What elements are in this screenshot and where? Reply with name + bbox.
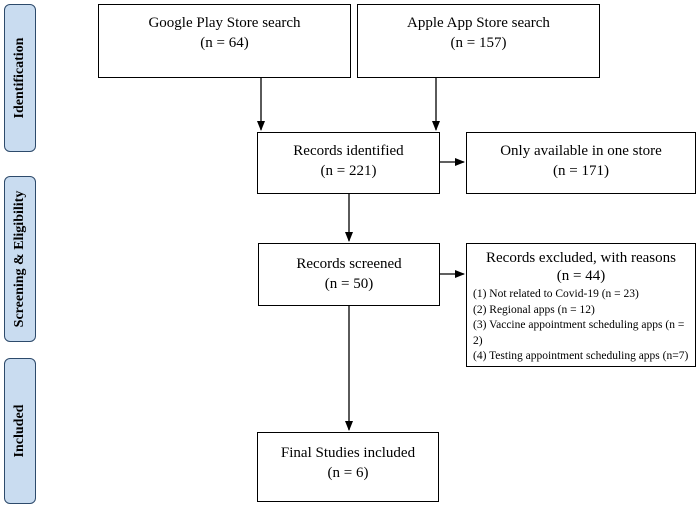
records-identified-count: (n = 221) [320,163,377,179]
google-play-title: Google Play Store search [148,15,301,31]
records-excluded-count: (n = 44) [556,268,606,284]
final-studies-box: Final Studies included (n = 6) [257,432,439,502]
records-excluded-box: Records excluded, with reasons (n = 44) … [466,243,696,367]
exclusion-reason-2: (2) Regional apps (n = 12) [473,303,595,316]
exclusion-reason-4: (4) Testing appointment scheduling apps … [473,350,689,362]
google-play-count: (n = 64) [200,35,249,51]
one-store-count: (n = 171) [553,163,609,179]
apple-store-count: (n = 157) [450,35,507,51]
phase-identification: Identification [4,4,36,152]
google-play-box: Google Play Store search (n = 64) [98,4,351,78]
records-screened-count: (n = 50) [324,276,374,292]
final-studies-count: (n = 6) [327,465,369,481]
apple-store-box: Apple App Store search (n = 157) [357,4,600,78]
records-screened-title: Records screened [296,256,402,272]
records-screened-box: Records screened (n = 50) [258,243,440,306]
records-excluded-title: Records excluded, with reasons [486,250,676,266]
one-store-title: Only available in one store [500,143,662,159]
final-studies-title: Final Studies included [280,445,416,461]
phase-included: Included [4,358,36,504]
exclusion-reason-1: (1) Not related to Covid-19 (n = 23) [473,288,639,300]
records-identified-box: Records identified (n = 221) [257,132,440,194]
exclusion-reason-3: (3) Vaccine appointment scheduling apps … [473,319,685,347]
one-store-box: Only available in one store (n = 171) [466,132,696,194]
records-identified-title: Records identified [293,143,404,159]
phase-screening: Screening & Eligibility [4,176,36,342]
apple-store-title: Apple App Store search [407,15,550,31]
